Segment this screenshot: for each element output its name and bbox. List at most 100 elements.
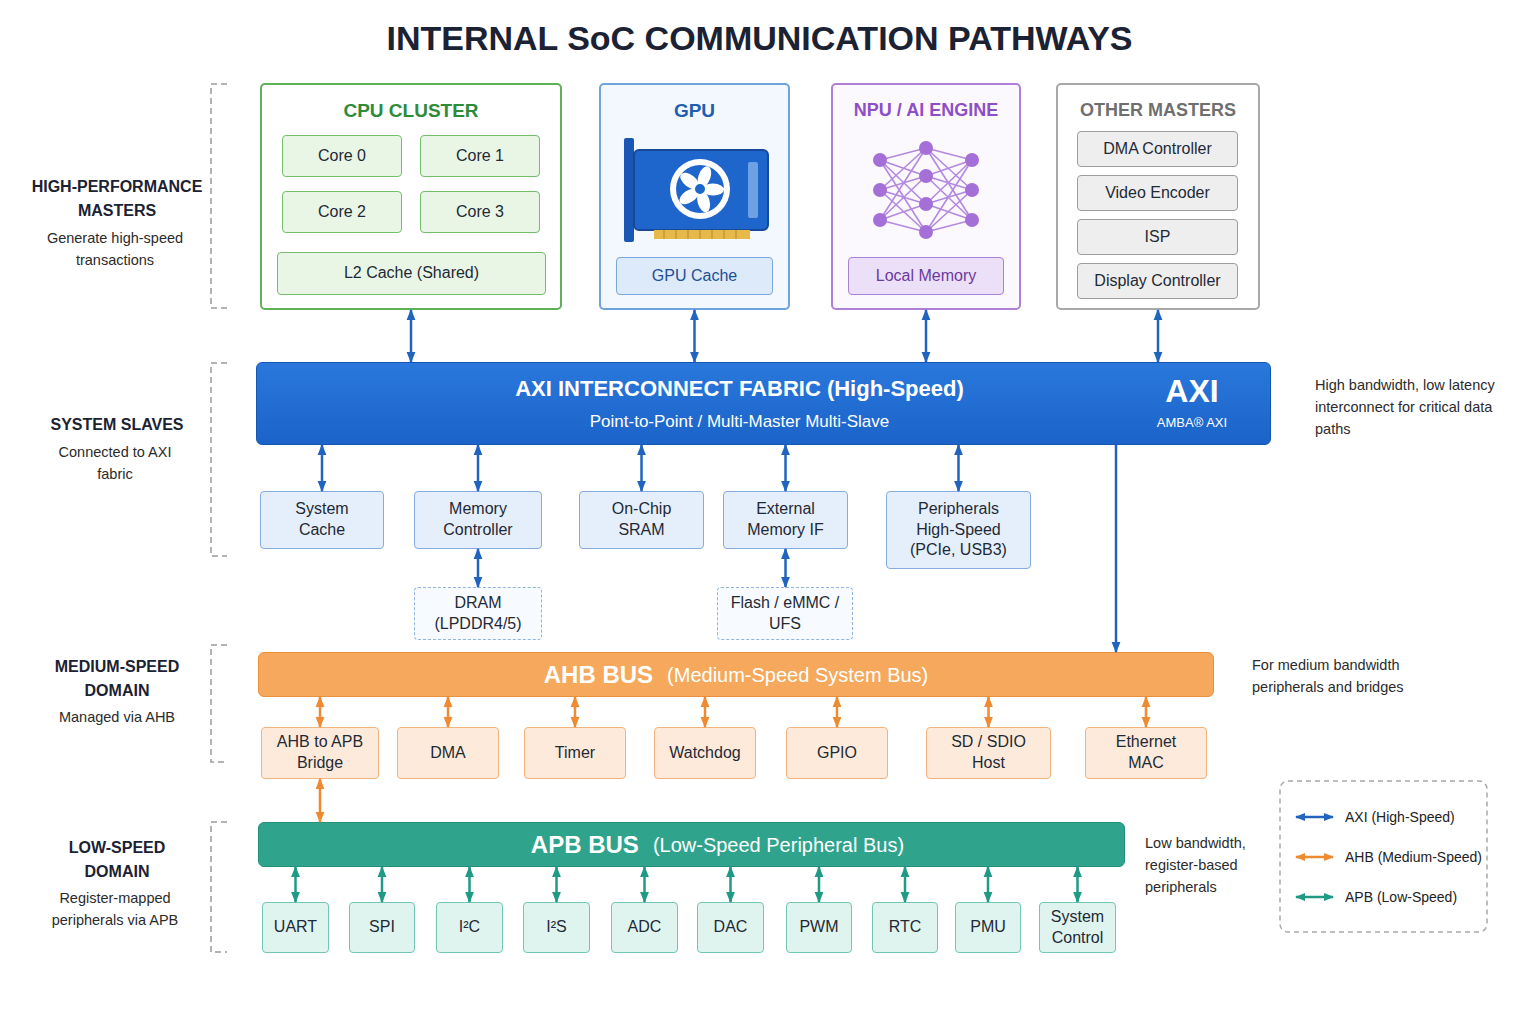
legend-arrow xyxy=(1296,816,1333,819)
peripheral-box: Timer xyxy=(524,727,626,779)
master-group: OTHER MASTERS DMA ControllerVideo Encoder… xyxy=(1056,83,1260,310)
legend-arrow xyxy=(1296,856,1333,859)
bus-connector xyxy=(555,867,558,902)
section-note: Connected to AXI fabric xyxy=(50,442,180,486)
node-label: APB BUS xyxy=(531,829,639,860)
bus-connector xyxy=(784,549,787,587)
master-group: GPU GPU Cache xyxy=(599,83,790,310)
node-label: ISP xyxy=(1145,227,1171,248)
bus-connector xyxy=(836,697,839,727)
node-label: Memory Controller xyxy=(425,499,531,541)
node-label: External Memory IF xyxy=(734,499,837,541)
node-label: GPU Cache xyxy=(652,266,737,287)
node-label: I²S xyxy=(546,917,566,938)
node-label: Timer xyxy=(555,743,595,764)
node-label: AMBA® AXI xyxy=(1132,415,1252,432)
node-label: Core 2 xyxy=(318,202,366,223)
node-label: DAC xyxy=(714,917,748,938)
node-label: System Control xyxy=(1044,907,1111,949)
bus-connector xyxy=(1145,697,1148,727)
peripheral-box: I²C xyxy=(436,902,503,953)
peripheral-box: GPIO xyxy=(786,727,888,779)
slave-box: External Memory IF xyxy=(723,491,848,549)
peripheral-box: DAC xyxy=(697,902,764,953)
node-label: AXI INTERCONNECT FABRIC (High-Speed) xyxy=(257,375,1222,404)
peripheral-box: Watchdog xyxy=(654,727,756,779)
bus-band: APB BUS (Low-Speed Peripheral Bus) xyxy=(258,822,1125,867)
node-label: NPU / AI ENGINE xyxy=(833,99,1019,122)
node-label: OTHER MASTERS xyxy=(1058,99,1258,122)
side-note: Low bandwidth, register-based peripheral… xyxy=(1145,833,1265,898)
bus-connector xyxy=(294,867,297,902)
cache-box: GPU Cache xyxy=(616,257,773,295)
master-box: DMA Controller xyxy=(1077,131,1238,167)
node-label: UART xyxy=(274,917,317,938)
bus-connector xyxy=(1157,310,1160,362)
node-label: GPIO xyxy=(817,743,857,764)
node-label: Core 3 xyxy=(456,202,504,223)
peripheral-box: RTC xyxy=(872,902,938,953)
bus-connector xyxy=(381,867,384,902)
node-label: Flash / eMMC / UFS xyxy=(728,593,842,635)
peripheral-box: AHB to APB Bridge xyxy=(261,727,379,779)
diagram-title: INTERNAL SoC COMMUNICATION PATHWAYS xyxy=(0,18,1519,59)
section-heading: LOW-SPEED DOMAIN xyxy=(37,836,197,884)
legend-text: AHB (Medium-Speed) xyxy=(1345,848,1482,866)
node-label: Core 0 xyxy=(318,146,366,167)
bus-connector xyxy=(319,697,322,727)
peripheral-box: ADC xyxy=(611,902,678,953)
bus-connector xyxy=(447,697,450,727)
peripheral-box: PMU xyxy=(955,902,1021,953)
node-label: Local Memory xyxy=(876,266,976,287)
bus-connector xyxy=(693,310,696,362)
legend-text: APB (Low-Speed) xyxy=(1345,888,1457,906)
core-box: Core 2 xyxy=(282,191,402,233)
core-box: Core 0 xyxy=(282,135,402,177)
side-note: For medium bandwidth peripherals and bri… xyxy=(1252,655,1442,699)
slave-box: System Cache xyxy=(260,491,384,549)
section-note: Generate high-speed transactions xyxy=(40,228,190,272)
section-heading: HIGH-PERFORMANCE MASTERS xyxy=(22,175,212,223)
legend-frame xyxy=(1280,781,1487,932)
node-label: Peripherals High-Speed (PCIe, USB3) xyxy=(897,499,1020,561)
node-label: I²C xyxy=(459,917,480,938)
node-label: AHB BUS xyxy=(544,659,653,690)
bus-connector xyxy=(987,697,990,727)
side-note: High bandwidth, low latency interconnect… xyxy=(1315,375,1505,440)
memory-device: Flash / eMMC / UFS xyxy=(717,587,853,640)
domain-bracket xyxy=(211,84,227,952)
peripheral-box: UART xyxy=(262,902,329,953)
bus-connector xyxy=(574,697,577,727)
node-label: DMA Controller xyxy=(1103,139,1211,160)
bus-connector xyxy=(477,445,480,491)
node-label: (Low-Speed Peripheral Bus) xyxy=(653,832,904,858)
node-label: RTC xyxy=(889,917,922,938)
domain-bracket xyxy=(211,84,227,308)
peripheral-box: DMA xyxy=(397,727,499,779)
memory-device: DRAM (LPDDR4/5) xyxy=(414,587,542,640)
peripheral-box: System Control xyxy=(1039,902,1116,953)
bus-connector xyxy=(643,867,646,902)
node-label: Core 1 xyxy=(456,146,504,167)
bus-connector xyxy=(784,445,787,491)
node-label: AXI xyxy=(1137,371,1247,413)
node-label: PMU xyxy=(970,917,1006,938)
legend-text: AXI (High-Speed) xyxy=(1345,808,1455,826)
cache-box: L2 Cache (Shared) xyxy=(277,252,546,295)
core-box: Core 1 xyxy=(420,135,540,177)
master-box: Display Controller xyxy=(1077,263,1238,299)
node-label: CPU CLUSTER xyxy=(262,99,560,124)
node-label: SPI xyxy=(369,917,395,938)
peripheral-box: SPI xyxy=(349,902,415,953)
bus-connector xyxy=(410,310,413,362)
master-box: Video Encoder xyxy=(1077,175,1238,211)
bus-band: AHB BUS(Medium-Speed System Bus) xyxy=(258,652,1214,697)
node-label: L2 Cache (Shared) xyxy=(344,263,479,284)
master-box: ISP xyxy=(1077,219,1238,255)
bus-connector xyxy=(468,867,471,902)
bus-connector xyxy=(1115,445,1118,652)
node-label: GPU xyxy=(601,99,788,124)
node-label: On-Chip SRAM xyxy=(590,499,693,541)
core-box: Core 3 xyxy=(420,191,540,233)
node-label: ADC xyxy=(628,917,662,938)
